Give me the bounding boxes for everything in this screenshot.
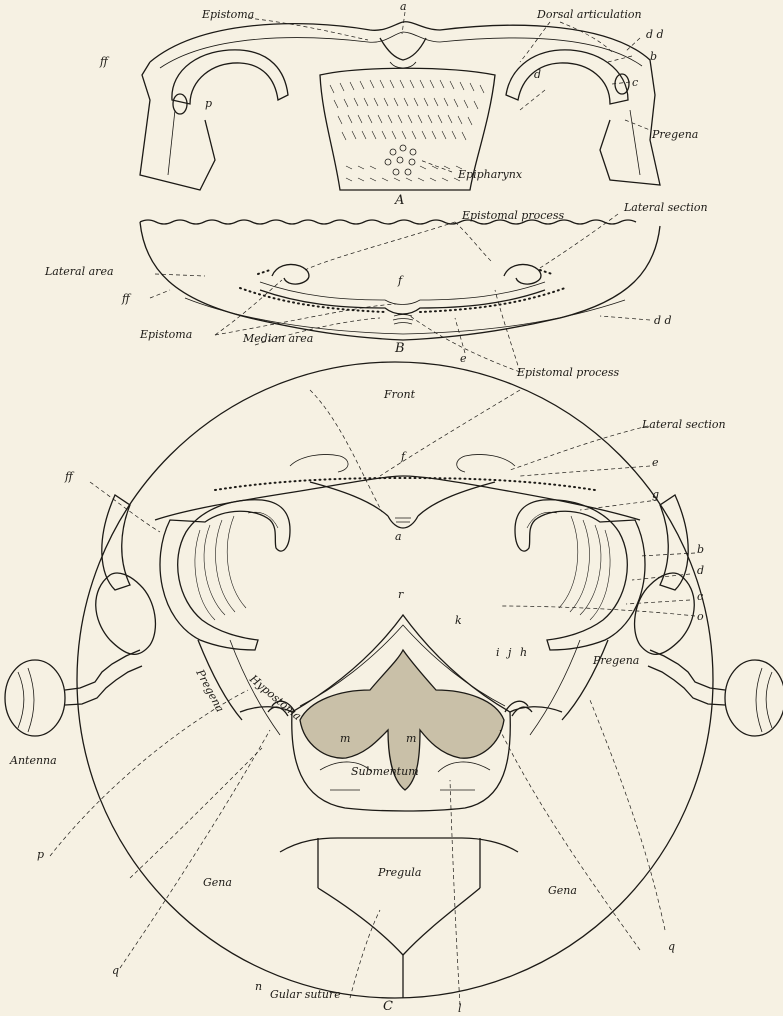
label-a-p: p [205, 97, 212, 110]
label-b-epistoma: Epistoma [139, 328, 192, 341]
label-a-ff: ff [99, 55, 110, 68]
label-c-m1: m [340, 732, 350, 745]
label-c-q-right: q [668, 940, 675, 953]
label-a-epipharynx: Epipharynx [457, 168, 523, 181]
part-a-leaders [248, 12, 650, 172]
label-c-h: h [520, 646, 527, 659]
label-c-c: c [697, 590, 703, 603]
label-b-ff: ff [121, 292, 132, 305]
label-c-o: o [697, 610, 704, 623]
label-part-a: A [394, 193, 404, 208]
label-c-ff: ff [64, 470, 75, 483]
label-c-gena-left: Gena [203, 876, 232, 889]
label-c-e: e [652, 456, 659, 469]
label-c-antenna: Antenna [9, 754, 57, 767]
label-c-a: a [395, 530, 402, 543]
label-b-dd: d d [654, 314, 672, 327]
label-c-j: j [505, 646, 512, 659]
label-c-gena-right: Gena [548, 884, 577, 897]
label-a-pregena: Pregena [651, 128, 698, 141]
label-b-e: e [460, 352, 467, 365]
label-c-g: g [652, 488, 659, 501]
label-part-b: B [394, 341, 405, 356]
label-b-epistomal-process-top: Epistomal process [461, 209, 565, 222]
part-b-labels: Epistomal process Lateral section Latera… [44, 201, 708, 379]
label-b-epistomal-process-bottom: Epistomal process [516, 366, 620, 379]
label-b-lateral-section: Lateral section [623, 201, 708, 214]
label-b-median-area: Median area [242, 332, 313, 345]
label-c-front: Front [383, 388, 416, 401]
part-a-epistoma-drawing [140, 22, 660, 190]
label-c-n: n [255, 980, 262, 993]
label-c-gular-suture: Gular suture [270, 988, 341, 1001]
label-a-epistoma: Epistoma [201, 8, 254, 21]
label-c-hypostoma: Hypostoma [246, 672, 304, 723]
part-c-head-drawing [5, 362, 783, 998]
label-c-lateral-section: Lateral section [641, 418, 726, 431]
label-a-b: b [650, 50, 657, 63]
label-a-a: a [400, 0, 407, 13]
label-c-pregula: Pregula [377, 866, 421, 879]
label-c-f: f [400, 450, 407, 463]
label-c-i: i [496, 646, 500, 659]
label-c-d: d [697, 564, 704, 577]
label-c-q-left: q [112, 964, 119, 977]
label-c-b: b [697, 543, 704, 556]
label-a-dorsal-articulation: Dorsal articulation [536, 8, 642, 21]
label-b-lateral-area: Lateral area [44, 265, 114, 278]
label-a-c: c [632, 76, 638, 89]
label-c-l: l [458, 1002, 462, 1015]
label-c-p: p [37, 848, 44, 861]
label-c-submentum: Submentum [351, 765, 419, 778]
label-c-k: k [455, 614, 462, 627]
label-a-dd: d d [646, 28, 664, 41]
label-c-m2: m [406, 732, 416, 745]
label-c-r: r [398, 588, 404, 601]
label-a-d: d [534, 68, 541, 81]
label-b-f: f [397, 274, 404, 287]
label-part-c: C [383, 999, 393, 1014]
label-c-pregena-right: Pregena [592, 654, 639, 667]
